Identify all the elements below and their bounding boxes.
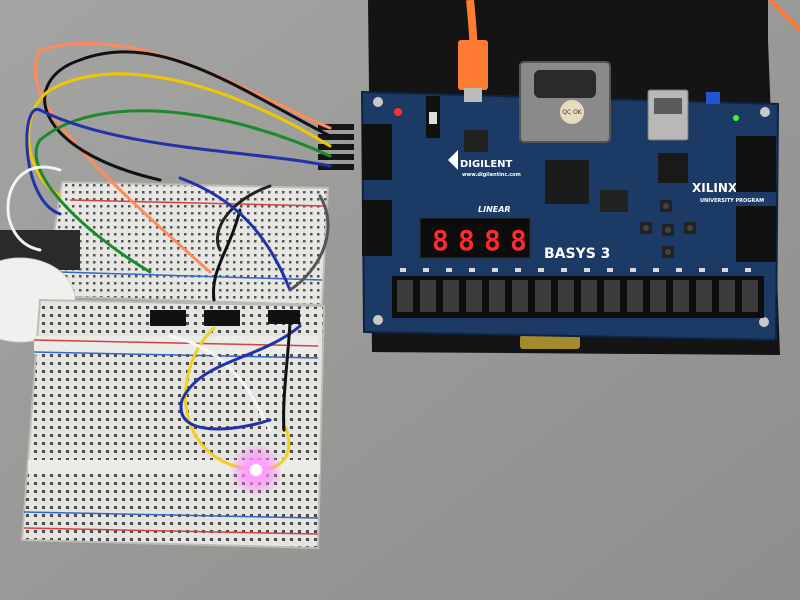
screw-hole	[759, 317, 769, 327]
svg-text:DIGILENT: DIGILENT	[460, 159, 513, 170]
pmod-header	[736, 136, 776, 192]
header-pins	[318, 124, 354, 170]
seven-segment-digit: 8	[458, 224, 475, 257]
led-row	[400, 268, 751, 272]
breadboard-upper	[42, 180, 330, 307]
qc-sticker-label: QC OK	[562, 109, 583, 116]
pmod-header	[362, 124, 392, 180]
svg-text:UNIVERSITY PROGRAM: UNIVERSITY PROGRAM	[700, 198, 764, 204]
screw-hole	[373, 315, 383, 325]
stand-foot	[520, 335, 580, 349]
wire-gray	[288, 194, 330, 292]
wire-black	[43, 50, 332, 182]
slide-switch-row	[392, 276, 764, 318]
wire-yellow-led	[184, 326, 291, 472]
screw-hole	[760, 107, 770, 117]
wire-blue-bridge	[178, 176, 292, 292]
rgb-led	[250, 464, 262, 476]
power-led	[394, 108, 402, 116]
seven-segment-digit: 8	[484, 224, 501, 257]
usb-host-connector	[647, 89, 689, 141]
transistor	[204, 310, 240, 326]
usb-plug	[458, 40, 488, 90]
svg-text:LINEAR: LINEAR	[478, 205, 511, 214]
linear-logo: LINEAR	[478, 205, 511, 214]
screw-hole	[373, 97, 383, 107]
board-model-label: BASYS 3	[544, 246, 610, 262]
wire-blue	[25, 108, 332, 216]
fpga-chip	[545, 160, 589, 204]
seven-segment-digit: 8	[510, 224, 527, 257]
digilent-logo: DIGILENT www.digilentinc.com	[448, 150, 521, 178]
transistor	[150, 310, 186, 326]
chip	[658, 153, 688, 183]
pmod-header	[362, 200, 392, 256]
wire-orange	[33, 41, 332, 274]
seven-segment-digit: 8	[432, 224, 449, 257]
seven-segment-display: 8 8 8 8	[419, 217, 531, 259]
chip	[464, 130, 488, 152]
basys3-board: QC OK DIGILENT www.digilentinc.com LINEA…	[360, 61, 780, 342]
jumper-header	[706, 92, 720, 104]
wire-white	[6, 165, 62, 252]
wire-black-led	[282, 320, 292, 432]
status-led	[733, 115, 739, 121]
wire-yellow	[27, 72, 332, 198]
wire-blue-led	[179, 324, 302, 431]
chip	[600, 190, 628, 212]
wire-black-bridge	[215, 184, 272, 252]
wire-white-led	[168, 334, 272, 432]
xilinx-logo: XILINX UNIVERSITY PROGRAM	[692, 181, 764, 204]
transistor	[268, 310, 300, 324]
wire-green	[34, 109, 332, 274]
push-buttons	[640, 200, 696, 258]
svg-text:XILINX: XILINX	[692, 181, 738, 195]
pmod-header	[736, 206, 776, 262]
jumper-wires	[6, 41, 332, 472]
svg-text:www.digilentinc.com: www.digilentinc.com	[462, 172, 521, 178]
wire-black-bridge	[211, 208, 242, 302]
